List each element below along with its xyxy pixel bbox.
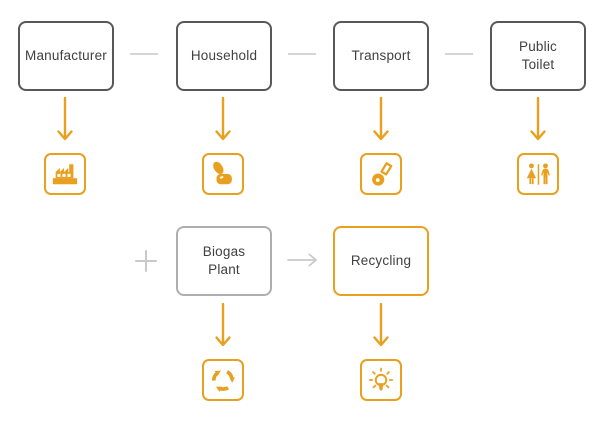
node-public-toilet: Public Toilet bbox=[490, 21, 586, 91]
connector-dash bbox=[130, 53, 158, 55]
node-manufacturer: Manufacturer bbox=[18, 21, 114, 91]
down-arrow-icon bbox=[56, 97, 74, 144]
node-transport-label: Transport bbox=[351, 47, 411, 63]
down-arrow-icon bbox=[529, 97, 547, 144]
down-arrow-icon bbox=[372, 303, 390, 350]
down-arrow-icon bbox=[214, 303, 232, 350]
toilet-icon bbox=[202, 153, 244, 195]
connector-dash bbox=[445, 53, 473, 55]
handcart-icon bbox=[360, 153, 402, 195]
node-public-toilet-label: Public Toilet bbox=[519, 38, 557, 72]
node-recycling-label: Recycling bbox=[350, 252, 412, 268]
node-biogas-plant-label: Biogas Plant bbox=[202, 243, 246, 277]
down-arrow-icon bbox=[372, 97, 390, 144]
node-household-label: Household bbox=[190, 47, 258, 63]
recycle-icon bbox=[202, 359, 244, 401]
node-biogas-plant: Biogas Plant bbox=[176, 226, 272, 296]
plus-icon bbox=[134, 249, 158, 273]
right-arrow-icon bbox=[287, 253, 319, 267]
node-recycling: Recycling bbox=[333, 226, 429, 296]
connector-dash bbox=[288, 53, 316, 55]
restroom-icon bbox=[517, 153, 559, 195]
node-transport: Transport bbox=[333, 21, 429, 91]
factory-icon bbox=[44, 153, 86, 195]
down-arrow-icon bbox=[214, 97, 232, 144]
lightbulb-icon bbox=[360, 359, 402, 401]
node-manufacturer-label: Manufacturer bbox=[25, 47, 107, 63]
node-household: Household bbox=[176, 21, 272, 91]
